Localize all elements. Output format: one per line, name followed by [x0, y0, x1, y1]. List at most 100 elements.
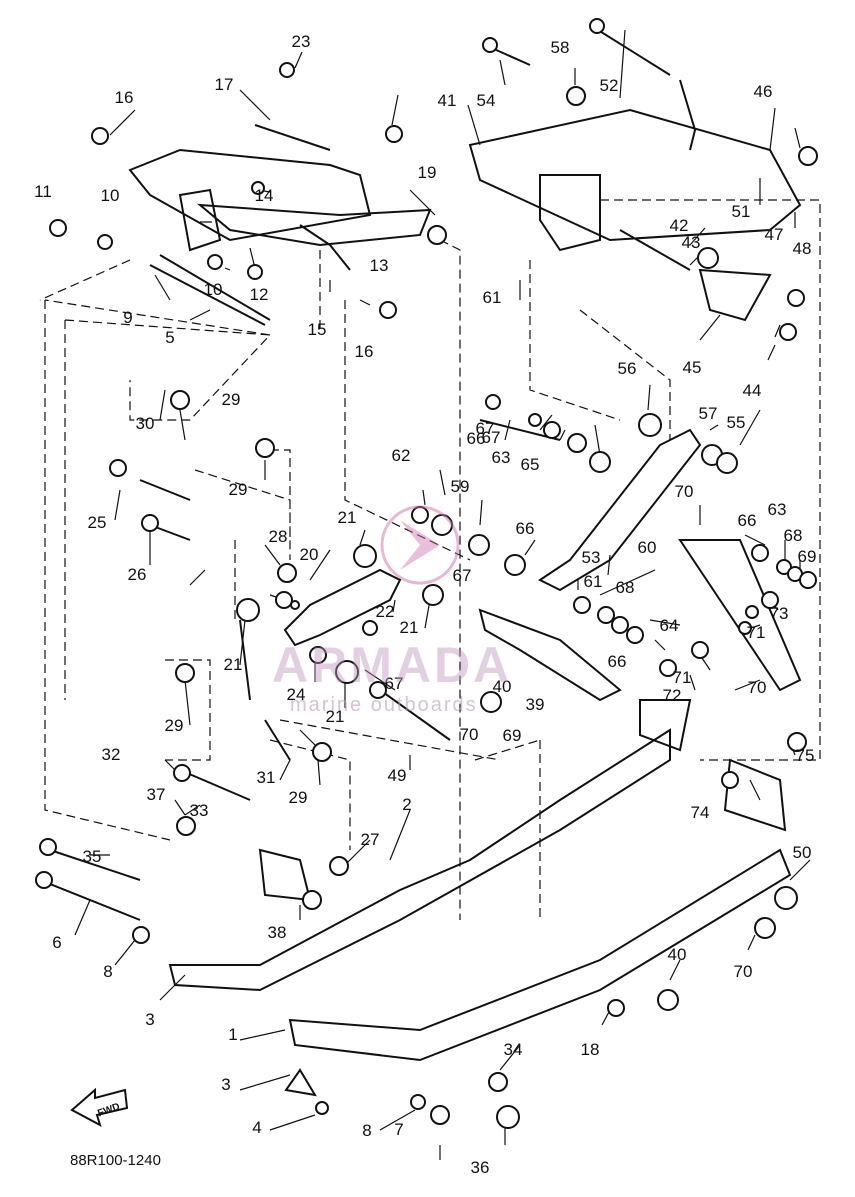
callout-62: 62 [392, 446, 411, 465]
callout-72: 72 [663, 686, 682, 705]
callout-21: 21 [338, 508, 357, 527]
callout-75: 75 [796, 746, 815, 765]
callout-23: 23 [292, 32, 311, 51]
callout-63: 63 [768, 500, 787, 519]
callout-63: 63 [492, 448, 511, 467]
callout-69: 69 [503, 726, 522, 745]
callout-66: 66 [738, 511, 757, 530]
callout-19: 19 [418, 163, 437, 182]
callout-38: 38 [268, 923, 287, 942]
callout-10: 10 [204, 280, 223, 299]
washer-10-icon [97, 234, 113, 250]
callout-20: 20 [300, 545, 319, 564]
callout-48: 48 [793, 239, 812, 258]
callout-67: 67 [482, 428, 501, 447]
callout-21: 21 [326, 707, 345, 726]
callout-22: 22 [376, 602, 395, 621]
callout-3: 3 [145, 1010, 154, 1029]
callout-21: 21 [224, 655, 243, 674]
callout-34: 34 [504, 1040, 523, 1059]
callout-46: 46 [754, 82, 773, 101]
drawing-code: 88R100-1240 [70, 1152, 161, 1169]
armada-logo-icon [380, 505, 460, 585]
callout-1: 1 [228, 1025, 237, 1044]
callout-69: 69 [798, 547, 817, 566]
callout-41: 41 [438, 91, 457, 110]
callout-70: 70 [748, 678, 767, 697]
callout-55: 55 [727, 413, 746, 432]
callout-50: 50 [793, 843, 812, 862]
callout-52: 52 [600, 76, 619, 95]
callout-26: 26 [128, 565, 147, 584]
callout-45: 45 [683, 358, 702, 377]
callout-39: 39 [526, 695, 545, 714]
callout-labels: 1233456788910101112131415161617181920212… [34, 32, 816, 1177]
callout-67: 67 [476, 419, 495, 438]
callout-18: 18 [581, 1040, 600, 1059]
callout-2: 2 [402, 795, 411, 814]
callout-33: 33 [190, 801, 209, 820]
callout-53: 53 [582, 548, 601, 567]
callout-32: 32 [102, 745, 121, 764]
callout-28: 28 [269, 527, 288, 546]
callout-10: 10 [101, 186, 120, 205]
callout-16: 16 [355, 342, 374, 361]
callout-66: 66 [516, 519, 535, 538]
callout-65: 65 [521, 455, 540, 474]
callout-8: 8 [362, 1121, 371, 1140]
callout-67: 67 [385, 674, 404, 693]
callout-29: 29 [165, 716, 184, 735]
callout-60: 60 [638, 538, 657, 557]
callout-37: 37 [147, 785, 166, 804]
callout-61: 61 [483, 288, 502, 307]
callout-56: 56 [618, 359, 637, 378]
callout-68: 68 [616, 578, 635, 597]
callout-67: 67 [453, 566, 472, 585]
callout-6: 6 [52, 933, 61, 952]
callout-27: 27 [361, 830, 380, 849]
callout-57: 57 [699, 404, 718, 423]
callout-61: 61 [584, 572, 603, 591]
callout-66: 66 [467, 429, 486, 448]
callout-47: 47 [765, 225, 784, 244]
callout-74: 74 [691, 803, 710, 822]
callout-11: 11 [34, 182, 52, 201]
callout-3: 3 [221, 1075, 230, 1094]
callout-7: 7 [394, 1120, 403, 1139]
callout-70: 70 [460, 725, 479, 744]
callout-36: 36 [471, 1158, 490, 1177]
callout-9: 9 [123, 308, 132, 327]
callout-73: 73 [770, 604, 789, 623]
callout-25: 25 [88, 513, 107, 532]
callout-43: 43 [682, 233, 701, 252]
callout-29: 29 [222, 390, 241, 409]
callout-31: 31 [257, 768, 276, 787]
callout-66: 66 [608, 652, 627, 671]
callout-71: 71 [747, 623, 766, 642]
callout-29: 29 [289, 788, 308, 807]
line-art [39, 24, 821, 1128]
callout-5: 5 [165, 328, 174, 347]
callout-16: 16 [115, 88, 134, 107]
callout-24: 24 [287, 685, 306, 704]
callout-40: 40 [493, 677, 512, 696]
callout-54: 54 [477, 91, 496, 110]
callout-64: 64 [660, 616, 679, 635]
callout-30: 30 [136, 414, 155, 433]
callout-68: 68 [784, 526, 803, 545]
watermark-subtitle: marine outboards [290, 694, 478, 716]
callout-13: 13 [370, 256, 389, 275]
callout-29: 29 [229, 480, 248, 499]
callout-70: 70 [734, 962, 753, 981]
callout-35: 35 [83, 847, 102, 866]
callout-51: 51 [732, 202, 751, 221]
callout-70: 70 [675, 482, 694, 501]
callout-8: 8 [103, 962, 112, 981]
callout-15: 15 [308, 320, 327, 339]
callout-42: 42 [670, 216, 689, 235]
callout-17: 17 [215, 75, 234, 94]
watermark-brand: ARMADA [272, 637, 513, 693]
callout-4: 4 [252, 1118, 261, 1137]
